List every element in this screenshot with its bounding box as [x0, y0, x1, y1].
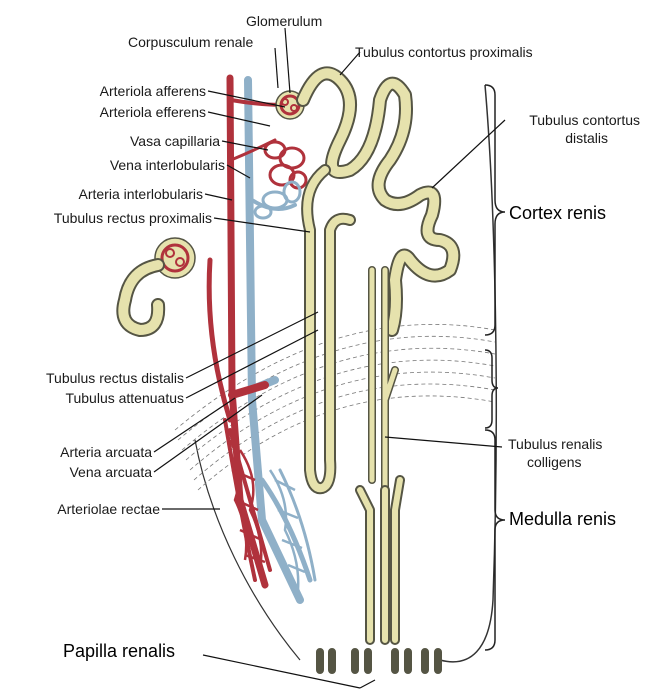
label-vena-interlobularis: Vena interlobularis	[60, 157, 225, 173]
label-cortex-renis: Cortex renis	[509, 203, 606, 223]
label-tubulus-rectus-proximalis: Tubulus rectus proximalis	[10, 210, 212, 226]
label-corpusculum-renale: Corpusculum renale	[128, 34, 253, 50]
label-arteria-arcuata: Arteria arcuata	[0, 444, 152, 460]
papillary-ducts	[320, 652, 438, 670]
medulla-brace	[485, 430, 505, 650]
label-arteriola-efferens: Arteriola efferens	[52, 104, 206, 120]
label-arteriolae-rectae: Arteriolae rectae	[0, 501, 160, 517]
label-glomerulum: Glomerulum	[246, 13, 322, 29]
glomerulum-lower	[155, 238, 195, 278]
label-vasa-capillaria: Vasa capillaria	[60, 133, 220, 149]
braces	[485, 85, 505, 650]
label-medulla-renis: Medulla renis	[509, 509, 616, 529]
label-papilla-renalis: Papilla renalis	[63, 641, 175, 661]
label-tubulus-renalis-colligens-line1: Tubulus renalis	[508, 436, 602, 452]
vasa-capillaria	[265, 142, 306, 188]
label-arteriola-afferens: Arteriola afferens	[52, 83, 206, 99]
kidney-outline	[440, 85, 496, 662]
label-tubulus-rectus-distalis: Tubulus rectus distalis	[0, 370, 184, 386]
label-tubulus-renalis-colligens-line2: colligens	[527, 454, 581, 470]
label-tubulus-contortus-distalis-line2: distalis	[480, 130, 608, 146]
label-tubulus-contortus-distalis-line1: Tubulus contortus	[480, 112, 640, 128]
arteries	[209, 78, 285, 585]
label-vena-arcuata: Vena arcuata	[0, 464, 152, 480]
label-tubulus-attenuatus: Tubulus attenuatus	[0, 390, 184, 406]
label-tubulus-contortus-proximalis: Tubulus contortus proximalis	[355, 44, 533, 60]
label-arteria-interlobularis: Arteria interlobularis	[20, 186, 203, 202]
